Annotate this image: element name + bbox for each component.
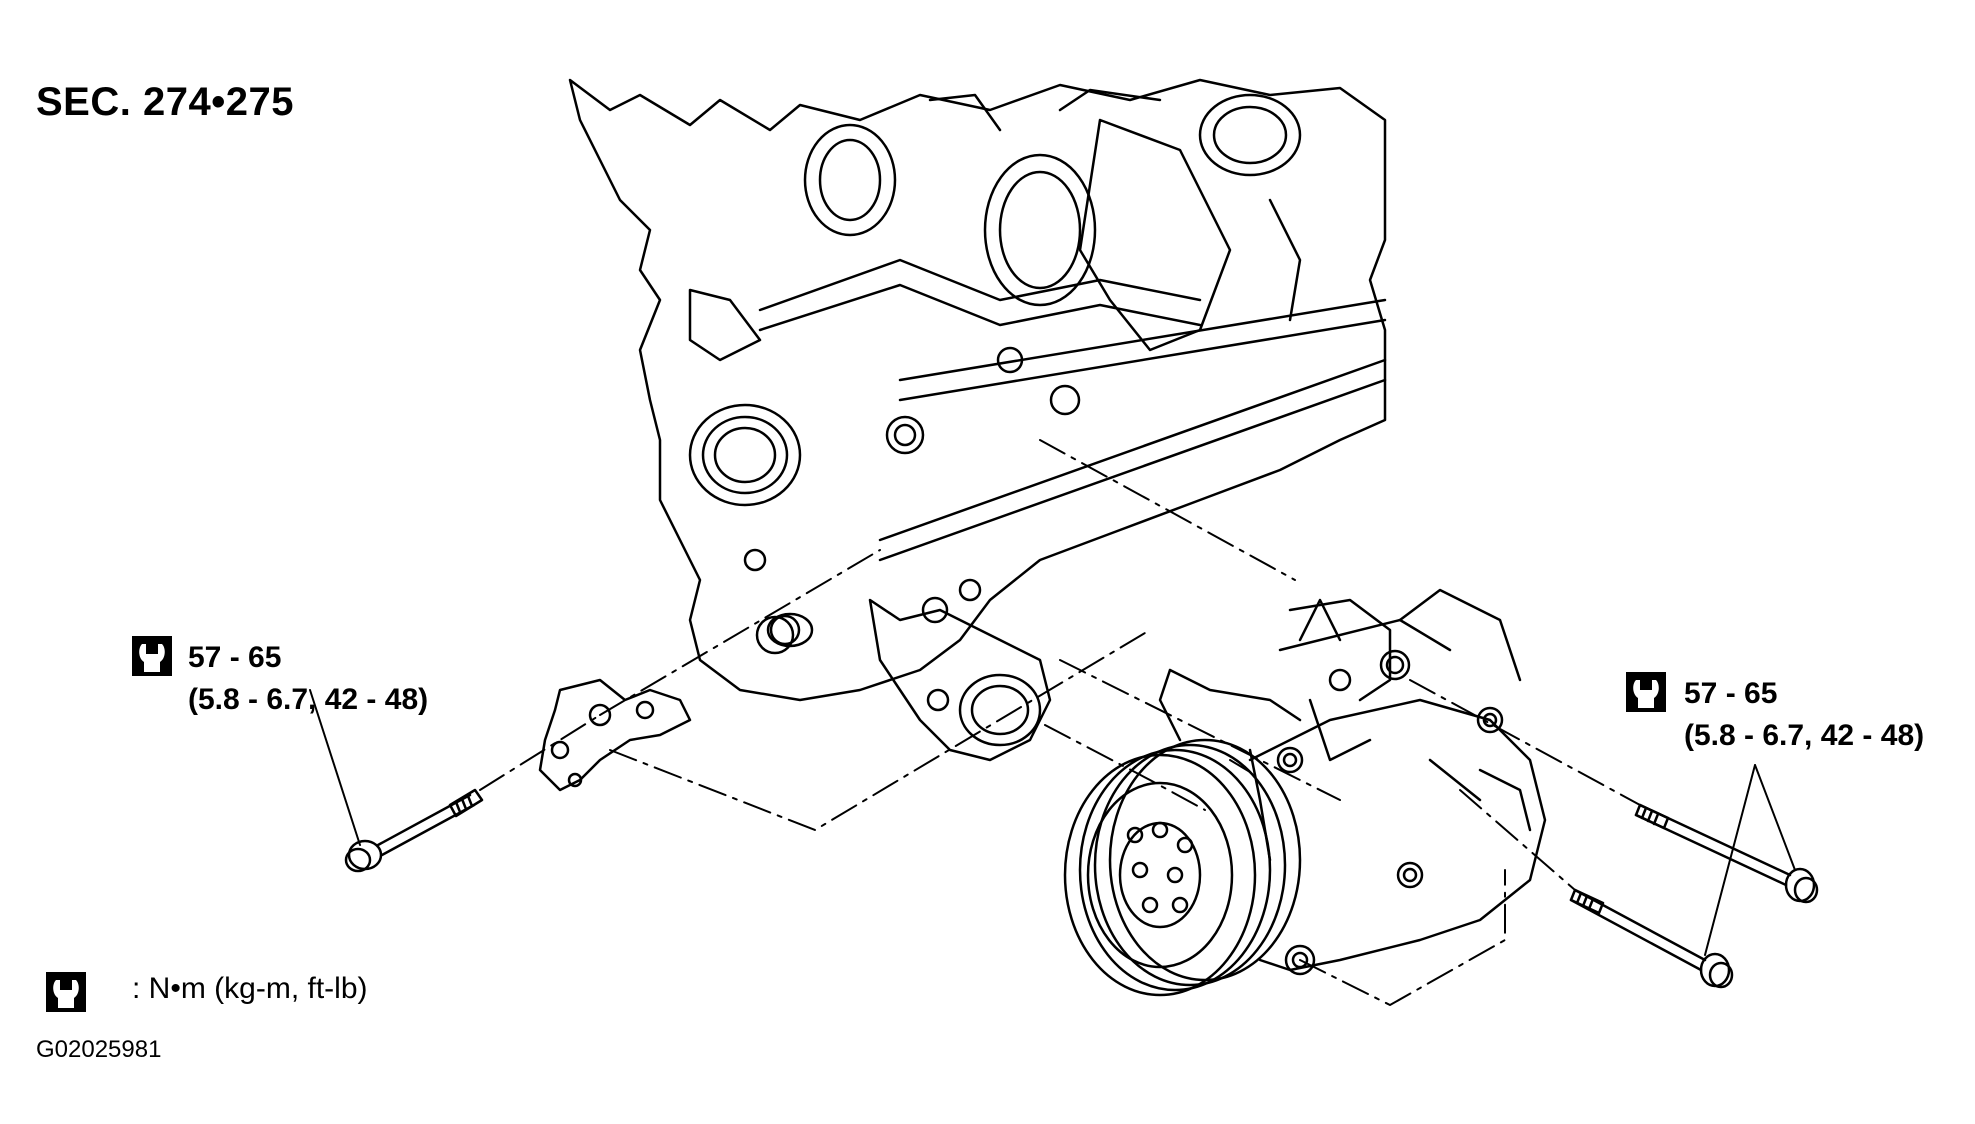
left-torque-alt: (5.8 - 6.7, 42 - 48) xyxy=(188,683,429,716)
section-label: SEC. 274•275 xyxy=(36,80,294,124)
bolt-left xyxy=(344,788,484,873)
left-torque-value: 57 - 65 xyxy=(188,641,282,674)
right-torque-alt: (5.8 - 6.7, 42 - 48) xyxy=(1684,719,1925,752)
torque-wrench-icon xyxy=(46,972,86,1012)
leader-lines xyxy=(309,689,1796,956)
legend-units: : N•m (kg-m, ft-lb) xyxy=(132,972,368,1005)
alignment-centerlines xyxy=(479,439,1641,1006)
right-torque-value: 57 - 65 xyxy=(1684,677,1778,710)
torque-wrench-icon xyxy=(132,636,172,676)
mounting-bracket xyxy=(538,678,692,792)
figure-id: G02025981 xyxy=(36,1036,162,1063)
ac-compressor xyxy=(1063,588,1547,997)
torque-wrench-icon xyxy=(1626,672,1666,712)
bolt-right-upper xyxy=(1634,803,1819,904)
engine-block xyxy=(568,78,1387,762)
bolt-right-lower xyxy=(1569,888,1734,989)
